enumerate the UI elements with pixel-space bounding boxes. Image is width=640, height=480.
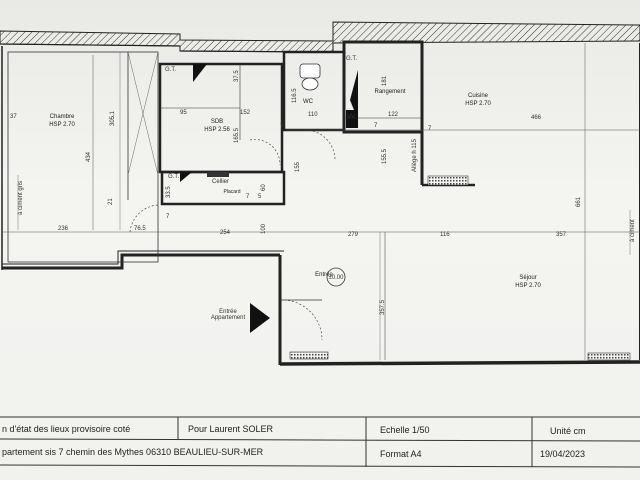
dim-5: 5 xyxy=(258,194,262,200)
dim-152: 152 xyxy=(240,110,251,116)
dim-236: 236 xyxy=(58,226,69,232)
dim-375: 37.5 xyxy=(234,70,240,82)
dim-95: 95 xyxy=(180,110,187,116)
gt-label-1: G.T. xyxy=(165,67,176,73)
dim-434: 434 xyxy=(86,151,92,162)
room-chambre-hsp: HSP 2.70 xyxy=(49,122,75,128)
entry-label: Entrée xyxy=(219,309,237,315)
room-sdb: SDB xyxy=(211,119,223,125)
dim-21: 21 xyxy=(108,198,114,205)
dim-1655: 165.5 xyxy=(234,127,240,143)
dim-110: 110 xyxy=(308,112,318,118)
room-cuisine: Cuisine xyxy=(468,93,489,99)
dim-7d: 7 xyxy=(428,126,432,132)
entry-arrow-icon xyxy=(250,303,270,333)
dim-7e: 7 xyxy=(246,194,250,200)
dim-3575: 357.5 xyxy=(380,299,386,315)
dim-100: 100 xyxy=(261,223,267,234)
title-block-format: Format A4 xyxy=(380,449,422,459)
room-rangement: Rangement xyxy=(374,89,405,95)
title-block: n d'état des lieux provisoire coté Pour … xyxy=(0,413,640,480)
dim-357: 357 xyxy=(556,232,567,238)
dim-181: 181 xyxy=(382,75,388,86)
exterior-wall-bottom xyxy=(2,250,640,366)
dim-116: 116 xyxy=(440,232,450,238)
cellier-note: Cellier xyxy=(212,179,229,185)
dim-122: 122 xyxy=(388,112,399,118)
dim-7a: 7 xyxy=(166,214,170,220)
dim-466: 466 xyxy=(531,115,542,121)
room-sejour: Séjour xyxy=(519,275,536,281)
dim-254: 254 xyxy=(220,230,231,236)
gt-label-3: G.T. xyxy=(168,174,179,180)
title-block-title: n d'état des lieux provisoire coté xyxy=(2,424,131,434)
level-marker: ±0.00 xyxy=(329,275,345,281)
dim-661: 661 xyxy=(576,196,582,207)
dim-76: 76.5 xyxy=(134,226,146,232)
dim-7b: 7 xyxy=(280,124,284,130)
room-sejour-hsp: HSP 2.70 xyxy=(515,283,541,289)
dim-155: 155 xyxy=(295,161,301,172)
exterior-wall-top xyxy=(0,21,640,53)
dim-37a: 37 xyxy=(10,114,17,120)
wall-note-left: à ciment gris xyxy=(18,181,24,215)
dim-1165: 116.5 xyxy=(292,88,298,103)
dim-279: 279 xyxy=(348,232,359,238)
room-wc: WC xyxy=(303,99,314,105)
dim-60: 60 xyxy=(261,184,267,191)
vmc-label: VV xyxy=(347,114,355,120)
dim-305: 305.1 xyxy=(110,110,116,126)
dim-7c: 7 xyxy=(374,123,378,129)
room-placard: Placard xyxy=(224,189,241,195)
room-chambre: Chambre xyxy=(50,114,75,120)
title-block-unit: Unité cm xyxy=(550,426,586,436)
room-entree: Entrée xyxy=(315,272,333,278)
dim-1555: 155.5 xyxy=(382,148,388,164)
entry-label-2: Appartement xyxy=(211,315,246,321)
title-block-scale: Echelle 1/50 xyxy=(380,425,430,435)
allege-note: Allège h 115 xyxy=(412,138,418,172)
title-block-client: Pour Laurent SOLER xyxy=(188,424,274,434)
title-block-date: 19/04/2023 xyxy=(540,449,586,459)
room-cuisine-hsp: HSP 2.70 xyxy=(465,101,491,107)
dim-335: 33.5 xyxy=(166,186,172,198)
title-block-address: partement sis 7 chemin des Mythes 06310 … xyxy=(2,447,264,457)
gt-label-2: G.T. xyxy=(346,56,357,62)
wall-note-right: à ciment xyxy=(630,219,636,242)
room-sdb-hsp: HSP 2.56 xyxy=(204,127,230,133)
